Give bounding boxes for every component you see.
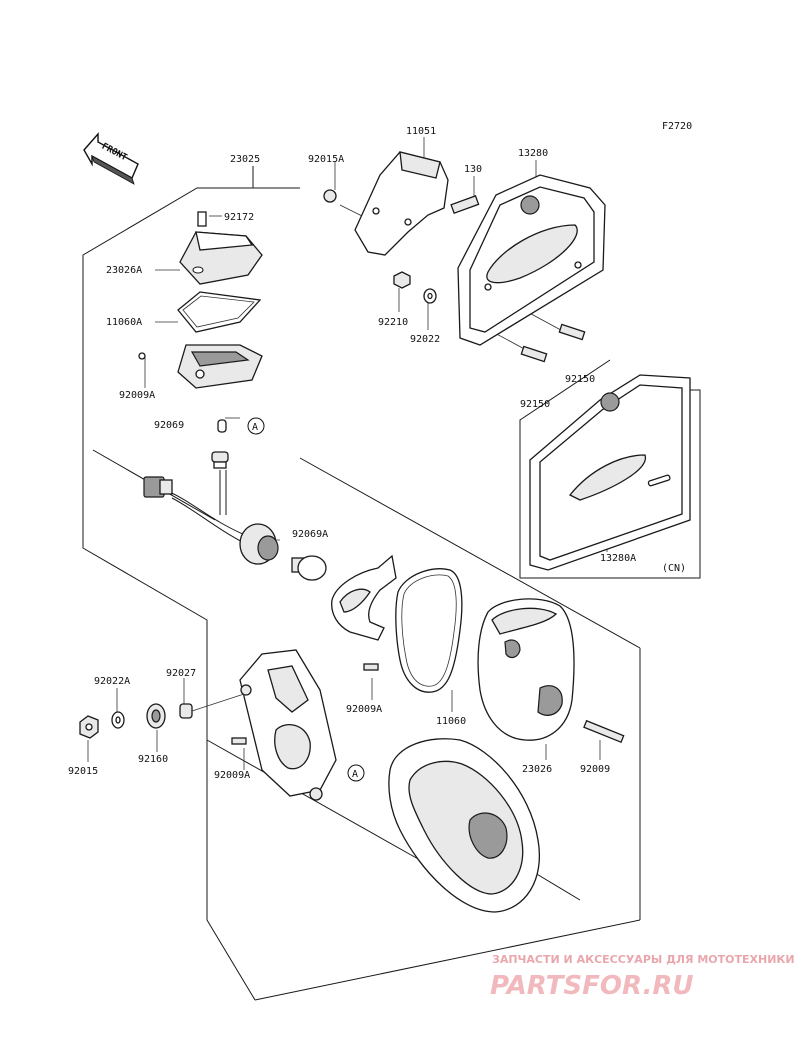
label-11060: 11060 — [436, 716, 466, 727]
label-92150-a: 92150 — [565, 374, 595, 385]
label-92022: 92022 — [410, 334, 440, 345]
label-92160: 92160 — [138, 754, 168, 765]
nut-92210 — [393, 271, 411, 289]
label-92022a: 92022A — [94, 676, 130, 687]
washer-92022 — [423, 288, 437, 304]
callout-a-top-letter: A — [252, 422, 258, 433]
callout-a-bottom-letter: A — [352, 769, 358, 780]
bulb — [291, 555, 327, 581]
front-arrow-icon: FRONT — [83, 132, 139, 185]
license-light-gasket — [177, 291, 262, 333]
label-92069a: 92069A — [292, 529, 328, 540]
wire-harness — [143, 470, 279, 565]
nut-92015 — [79, 715, 99, 739]
taillight-bracket — [231, 649, 337, 801]
license-plate-cn-box — [519, 359, 701, 579]
callout-a-top: A — [247, 417, 265, 435]
watermark-line1: ЗАПЧАСТИ И АКСЕССУАРЫ ДЛЯ МОТОТЕХНИКИ — [492, 953, 795, 966]
label-130: 130 — [464, 164, 482, 175]
reflector-bracket — [331, 554, 397, 671]
label-cn: (CN) — [662, 563, 686, 574]
figure-id: F2720 — [662, 121, 692, 132]
watermark: ЗАПЧАСТИ И АКСЕССУАРЫ ДЛЯ МОТОТЕХНИКИ PA… — [490, 953, 795, 1001]
label-92015a: 92015A — [308, 154, 344, 165]
license-plate-holder — [457, 174, 606, 346]
label-92009a-top: 92009A — [119, 390, 155, 401]
callout-a-bottom: A — [347, 764, 365, 782]
washer-92022A — [111, 711, 125, 729]
label-23026a: 23026A — [106, 265, 142, 276]
lens-gasket — [395, 568, 463, 693]
label-92172: 92172 — [224, 212, 254, 223]
taillight-housing — [388, 738, 540, 913]
label-92009a-mid: 92009A — [346, 704, 382, 715]
label-13280: 13280 — [518, 148, 548, 159]
bulb-socket-small — [211, 419, 229, 469]
label-92015: 92015 — [68, 766, 98, 777]
label-92027: 92027 — [166, 668, 196, 679]
label-11051: 11051 — [406, 126, 436, 137]
label-23026: 23026 — [522, 764, 552, 775]
bolts-92150 — [520, 323, 586, 363]
label-92210: 92210 — [378, 317, 408, 328]
label-92009: 92009 — [580, 764, 610, 775]
license-light-cover — [179, 211, 263, 285]
watermark-logo: PARTSFOR.RU — [490, 971, 693, 1001]
label-13280a: 13280A — [600, 553, 636, 564]
label-92009a-bot: 92009A — [214, 770, 250, 781]
label-11060a: 11060A — [106, 317, 142, 328]
part-labels: 23025 92172 23026A 11060A 92009A 92069 9… — [68, 126, 686, 781]
label-92150-b: 92150 — [520, 399, 550, 410]
taillight-lens — [477, 598, 625, 744]
grommet-92160 — [146, 703, 166, 729]
label-92069: 92069 — [154, 420, 184, 431]
license-light-base — [138, 344, 263, 389]
license-bracket — [323, 151, 480, 256]
label-23025: 23025 — [230, 154, 260, 165]
collar-92027 — [179, 693, 245, 719]
